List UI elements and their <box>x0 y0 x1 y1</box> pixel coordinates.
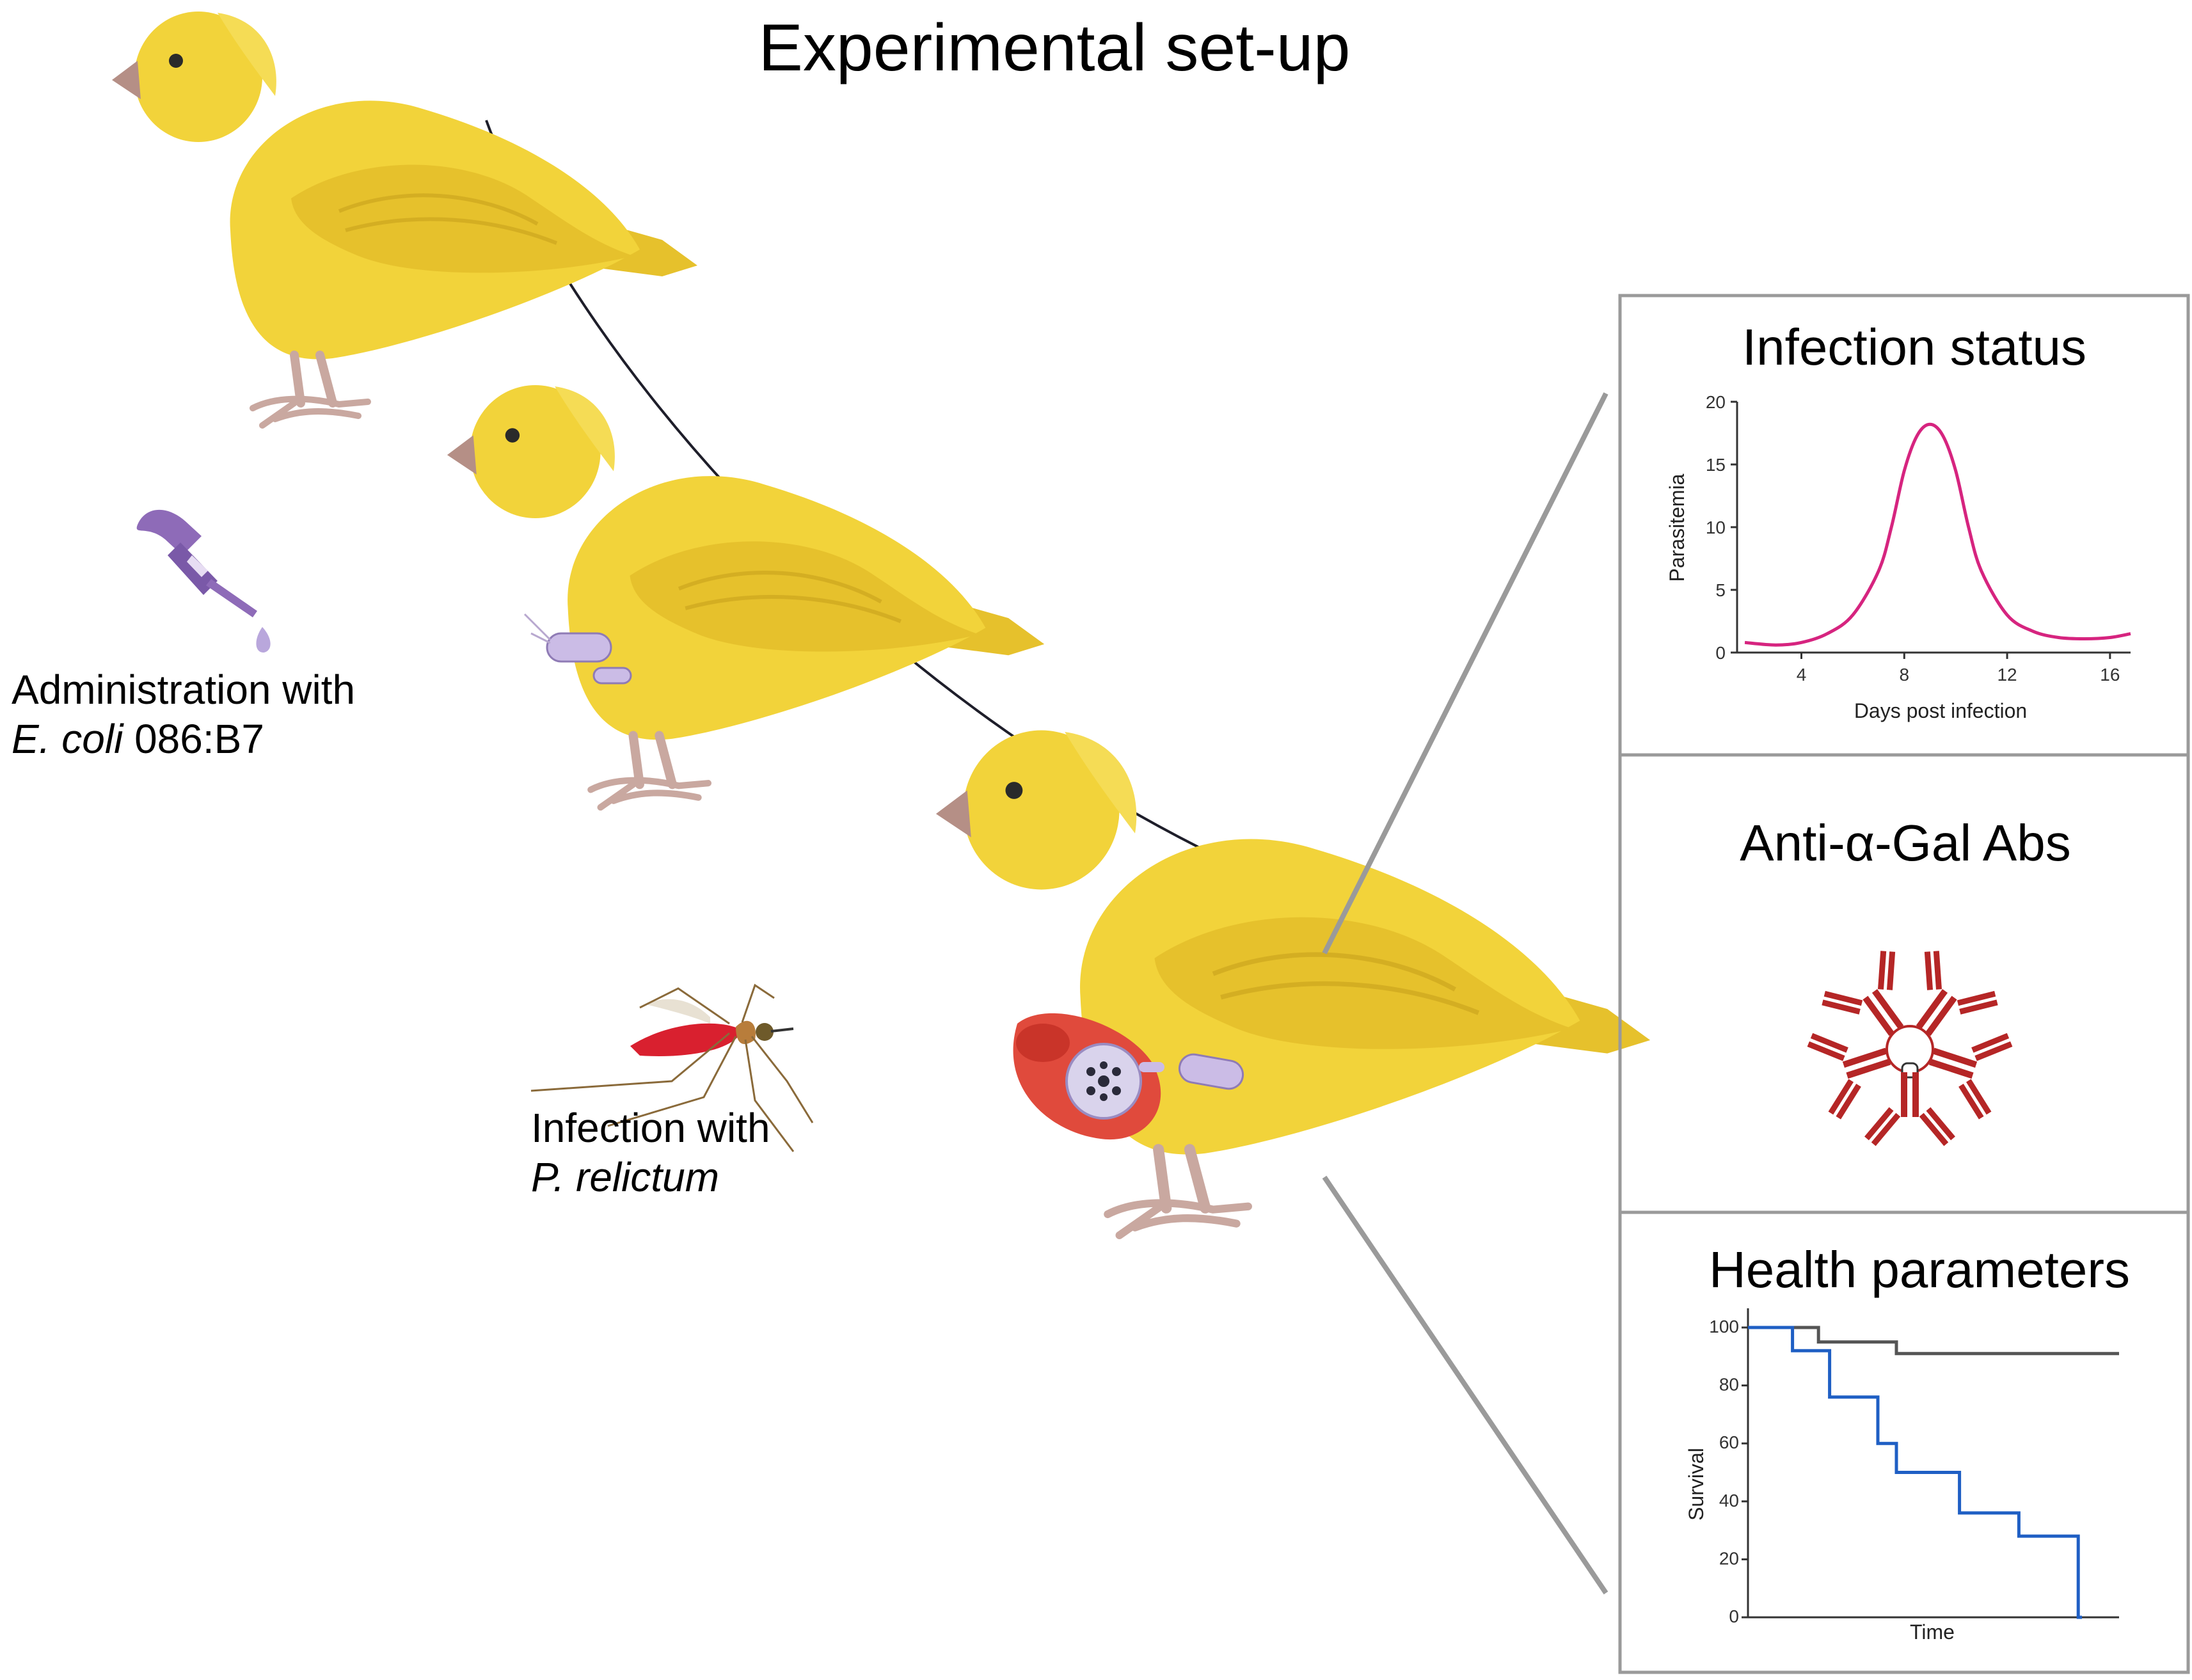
parasitemia-ticks: 0 5 10 15 20 4 8 12 16 <box>1706 392 2120 685</box>
parasitemia-y-tick-label: 20 <box>1706 392 1726 412</box>
canary-bird-1 <box>112 12 697 425</box>
canary-bird-2 <box>447 385 1044 807</box>
ecoli-name: E. coli <box>12 716 124 762</box>
survival-axes <box>1747 1308 2119 1619</box>
antibody-monomer <box>1822 951 1904 1036</box>
parasitemia-x-tick-label: 4 <box>1797 665 1807 685</box>
infection-label-line1: Infection with <box>531 1105 770 1151</box>
antibody-monomer <box>1807 1033 1891 1120</box>
survival-y-tick-label: 100 <box>1709 1317 1739 1336</box>
ecoli-strain: 086:B7 <box>123 716 264 762</box>
antibody-monomer <box>1928 1033 2013 1120</box>
parasitemia-x-tick-label: 16 <box>2100 665 2120 685</box>
parasitemia-y-tick-label: 5 <box>1715 580 1726 600</box>
survival-y-tick-label: 80 <box>1719 1375 1739 1395</box>
survival-chart: 0 20 40 60 80 100 Time Survival <box>1685 1308 2119 1644</box>
survival-y-tick-label: 60 <box>1719 1432 1739 1452</box>
health-parameters-title: Health parameters <box>1709 1241 2130 1298</box>
survival-series <box>1748 1326 2119 1619</box>
survival-y-tick-label: 20 <box>1719 1548 1739 1568</box>
panel-connector-lines <box>1322 392 1608 1595</box>
parasitemia-chart: 0 5 10 15 20 4 8 12 16 Days post infection Paras… <box>1665 392 2131 722</box>
pipette-icon <box>136 509 271 653</box>
survival-ylabel: Survival <box>1685 1448 1708 1521</box>
survival-y-tick-label: 40 <box>1719 1491 1739 1510</box>
parasitemia-ylabel: Parasitemia <box>1665 473 1688 582</box>
survival-ticks: 0 20 40 60 80 100 <box>1709 1317 1748 1626</box>
survival-y-tick-label: 0 <box>1729 1606 1739 1626</box>
antibodies-title: Anti-α-Gal Abs <box>1740 814 2071 871</box>
results-panels <box>1618 294 2190 1674</box>
parasitemia-y-tick-label: 0 <box>1715 643 1726 663</box>
infection-label-line2: P. relictum <box>531 1154 719 1200</box>
antibody-monomer <box>1916 951 1998 1036</box>
parasitemia-y-tick-label: 10 <box>1706 518 1726 537</box>
infected-erythrocyte-icon <box>1013 1013 1244 1140</box>
survival-series-line-2 <box>1748 1326 2082 1619</box>
parasitemia-xlabel: Days post infection <box>1854 699 2027 722</box>
survival-series-line-1 <box>1748 1326 2119 1356</box>
parasitemia-axes <box>1736 402 2131 654</box>
survival-xlabel: Time <box>1910 1621 1955 1644</box>
parasitemia-x-tick-label: 8 <box>1899 665 1909 685</box>
ecoli-bacterium-icon <box>523 613 632 685</box>
antibody-monomer <box>1864 1072 1955 1146</box>
antibody-pentamer-icon <box>1807 951 2013 1146</box>
administration-label-line2: E. coli 086:B7 <box>12 716 264 762</box>
canary-bird-3 <box>936 731 1650 1235</box>
parasitemia-x-tick-label: 12 <box>1997 665 2017 685</box>
parasitemia-y-tick-label: 15 <box>1706 455 1726 475</box>
parasitemia-series-line <box>1744 422 2131 647</box>
administration-label-line1: Administration with <box>12 667 355 713</box>
mosquito-icon <box>530 983 814 1152</box>
figure-title: Experimental set-up <box>759 11 1351 85</box>
infection-status-title: Infection status <box>1742 319 2086 376</box>
